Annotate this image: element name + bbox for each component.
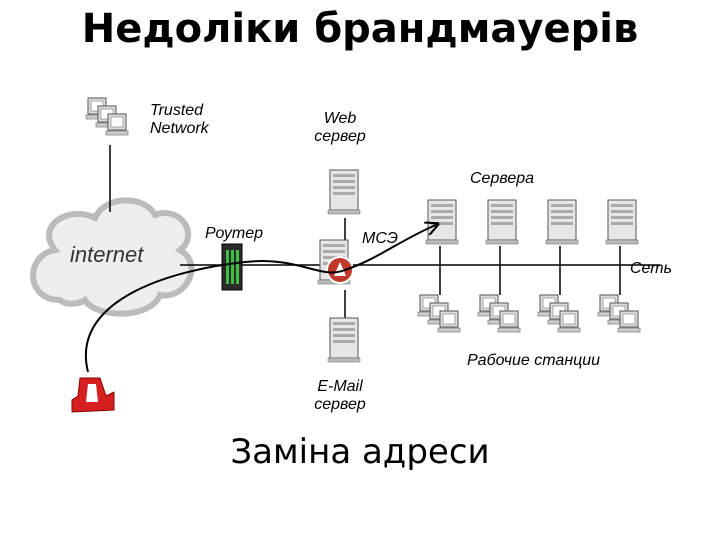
internet-label: internet <box>70 242 144 267</box>
attacker-icon <box>71 377 115 413</box>
firewall-icon <box>317 239 354 285</box>
router-icon <box>221 243 243 291</box>
network-label: Сеть <box>630 260 673 277</box>
router-label: Роутер <box>205 225 263 242</box>
workstations-label: Рабочие станции <box>467 352 601 369</box>
servers-label: Сервера <box>470 170 535 187</box>
email-server-icon <box>327 317 361 363</box>
servers-row <box>425 199 639 245</box>
web-server-label: Web сервер <box>314 110 366 145</box>
email-server-label: E-Mail сервер <box>314 378 366 413</box>
workstations-row <box>418 295 640 332</box>
trusted-network-label: Trusted Network <box>150 102 209 137</box>
network-links <box>109 145 660 318</box>
internet-cloud <box>30 197 195 317</box>
page-title: Недоліки брандмауерів <box>81 6 639 52</box>
web-server-icon <box>327 169 361 215</box>
trusted-network-pcs <box>86 98 128 135</box>
caption: Заміна адреси <box>230 432 490 472</box>
firewall-label: МСЭ <box>362 230 398 247</box>
attack-path-arrow <box>84 224 438 373</box>
